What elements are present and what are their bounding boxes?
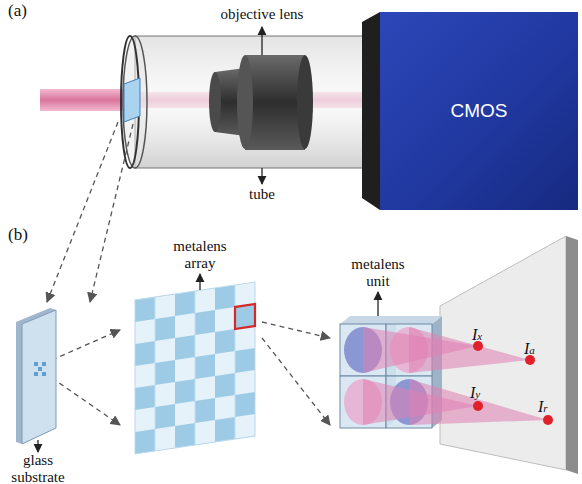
glass-substrate <box>34 372 38 376</box>
part-label: metalens unit <box>343 256 413 290</box>
glass-substrate <box>22 310 56 444</box>
glass-substrate <box>42 362 46 366</box>
objective-lens <box>297 55 313 149</box>
part-label: tube <box>232 186 292 203</box>
detector-screen <box>566 236 578 474</box>
objective-lens <box>237 55 253 149</box>
zoom-arrows <box>47 122 118 302</box>
leader-arrows <box>261 168 262 184</box>
metalens-array <box>135 282 255 454</box>
focal-spots <box>473 401 483 411</box>
intensity-label: Ix <box>472 326 502 345</box>
glass-substrate <box>34 362 38 366</box>
sample-chip <box>124 78 140 122</box>
tube-body <box>121 36 139 168</box>
focal-spots <box>543 415 553 425</box>
glass-substrate <box>16 308 56 444</box>
panel-letter: (a) <box>8 2 48 19</box>
leader-arrows <box>377 292 378 316</box>
leader-arrows <box>37 440 38 452</box>
part-label: objective lens <box>192 6 332 23</box>
panel-letter: (b) <box>8 226 48 243</box>
metalens-array <box>235 304 255 329</box>
zoom-arrows <box>52 330 120 360</box>
zoom-arrows <box>262 338 330 425</box>
camera-box: CMOS <box>380 12 578 210</box>
camera-side <box>362 12 380 210</box>
leader-arrows <box>377 292 378 316</box>
sample-chip <box>124 78 140 122</box>
glass-substrate <box>16 308 56 444</box>
leader-arrows <box>37 440 38 452</box>
objective-lens <box>209 72 221 132</box>
zoom-arrows <box>90 124 133 302</box>
part-label: metalens array <box>160 238 240 272</box>
leader-arrows <box>199 274 200 290</box>
objective-lens <box>245 55 305 150</box>
focus-cones <box>363 327 548 425</box>
glass-substrate <box>38 367 42 371</box>
focus-cones <box>409 379 548 425</box>
leader-arrows <box>261 27 262 184</box>
part-label: glass substrate <box>1 452 75 484</box>
node-label: CMOS <box>451 100 508 122</box>
focus-cones <box>409 327 530 373</box>
zoom-arrows <box>262 322 330 338</box>
intensity-label: Ia <box>524 340 554 359</box>
zoom-arrows <box>52 378 120 425</box>
metalens-unit <box>340 316 442 324</box>
camera-side <box>362 12 380 210</box>
leader-arrows <box>261 27 262 55</box>
tube-body <box>121 36 368 168</box>
intensity-label: Ir <box>538 398 568 417</box>
objective-lens <box>209 55 313 150</box>
tube-body <box>135 36 368 168</box>
glass-substrate <box>42 372 46 376</box>
metalens-array <box>135 282 255 454</box>
tube-body <box>123 36 147 168</box>
leader-arrows <box>199 274 200 290</box>
intensity-label: Iy <box>470 384 500 403</box>
